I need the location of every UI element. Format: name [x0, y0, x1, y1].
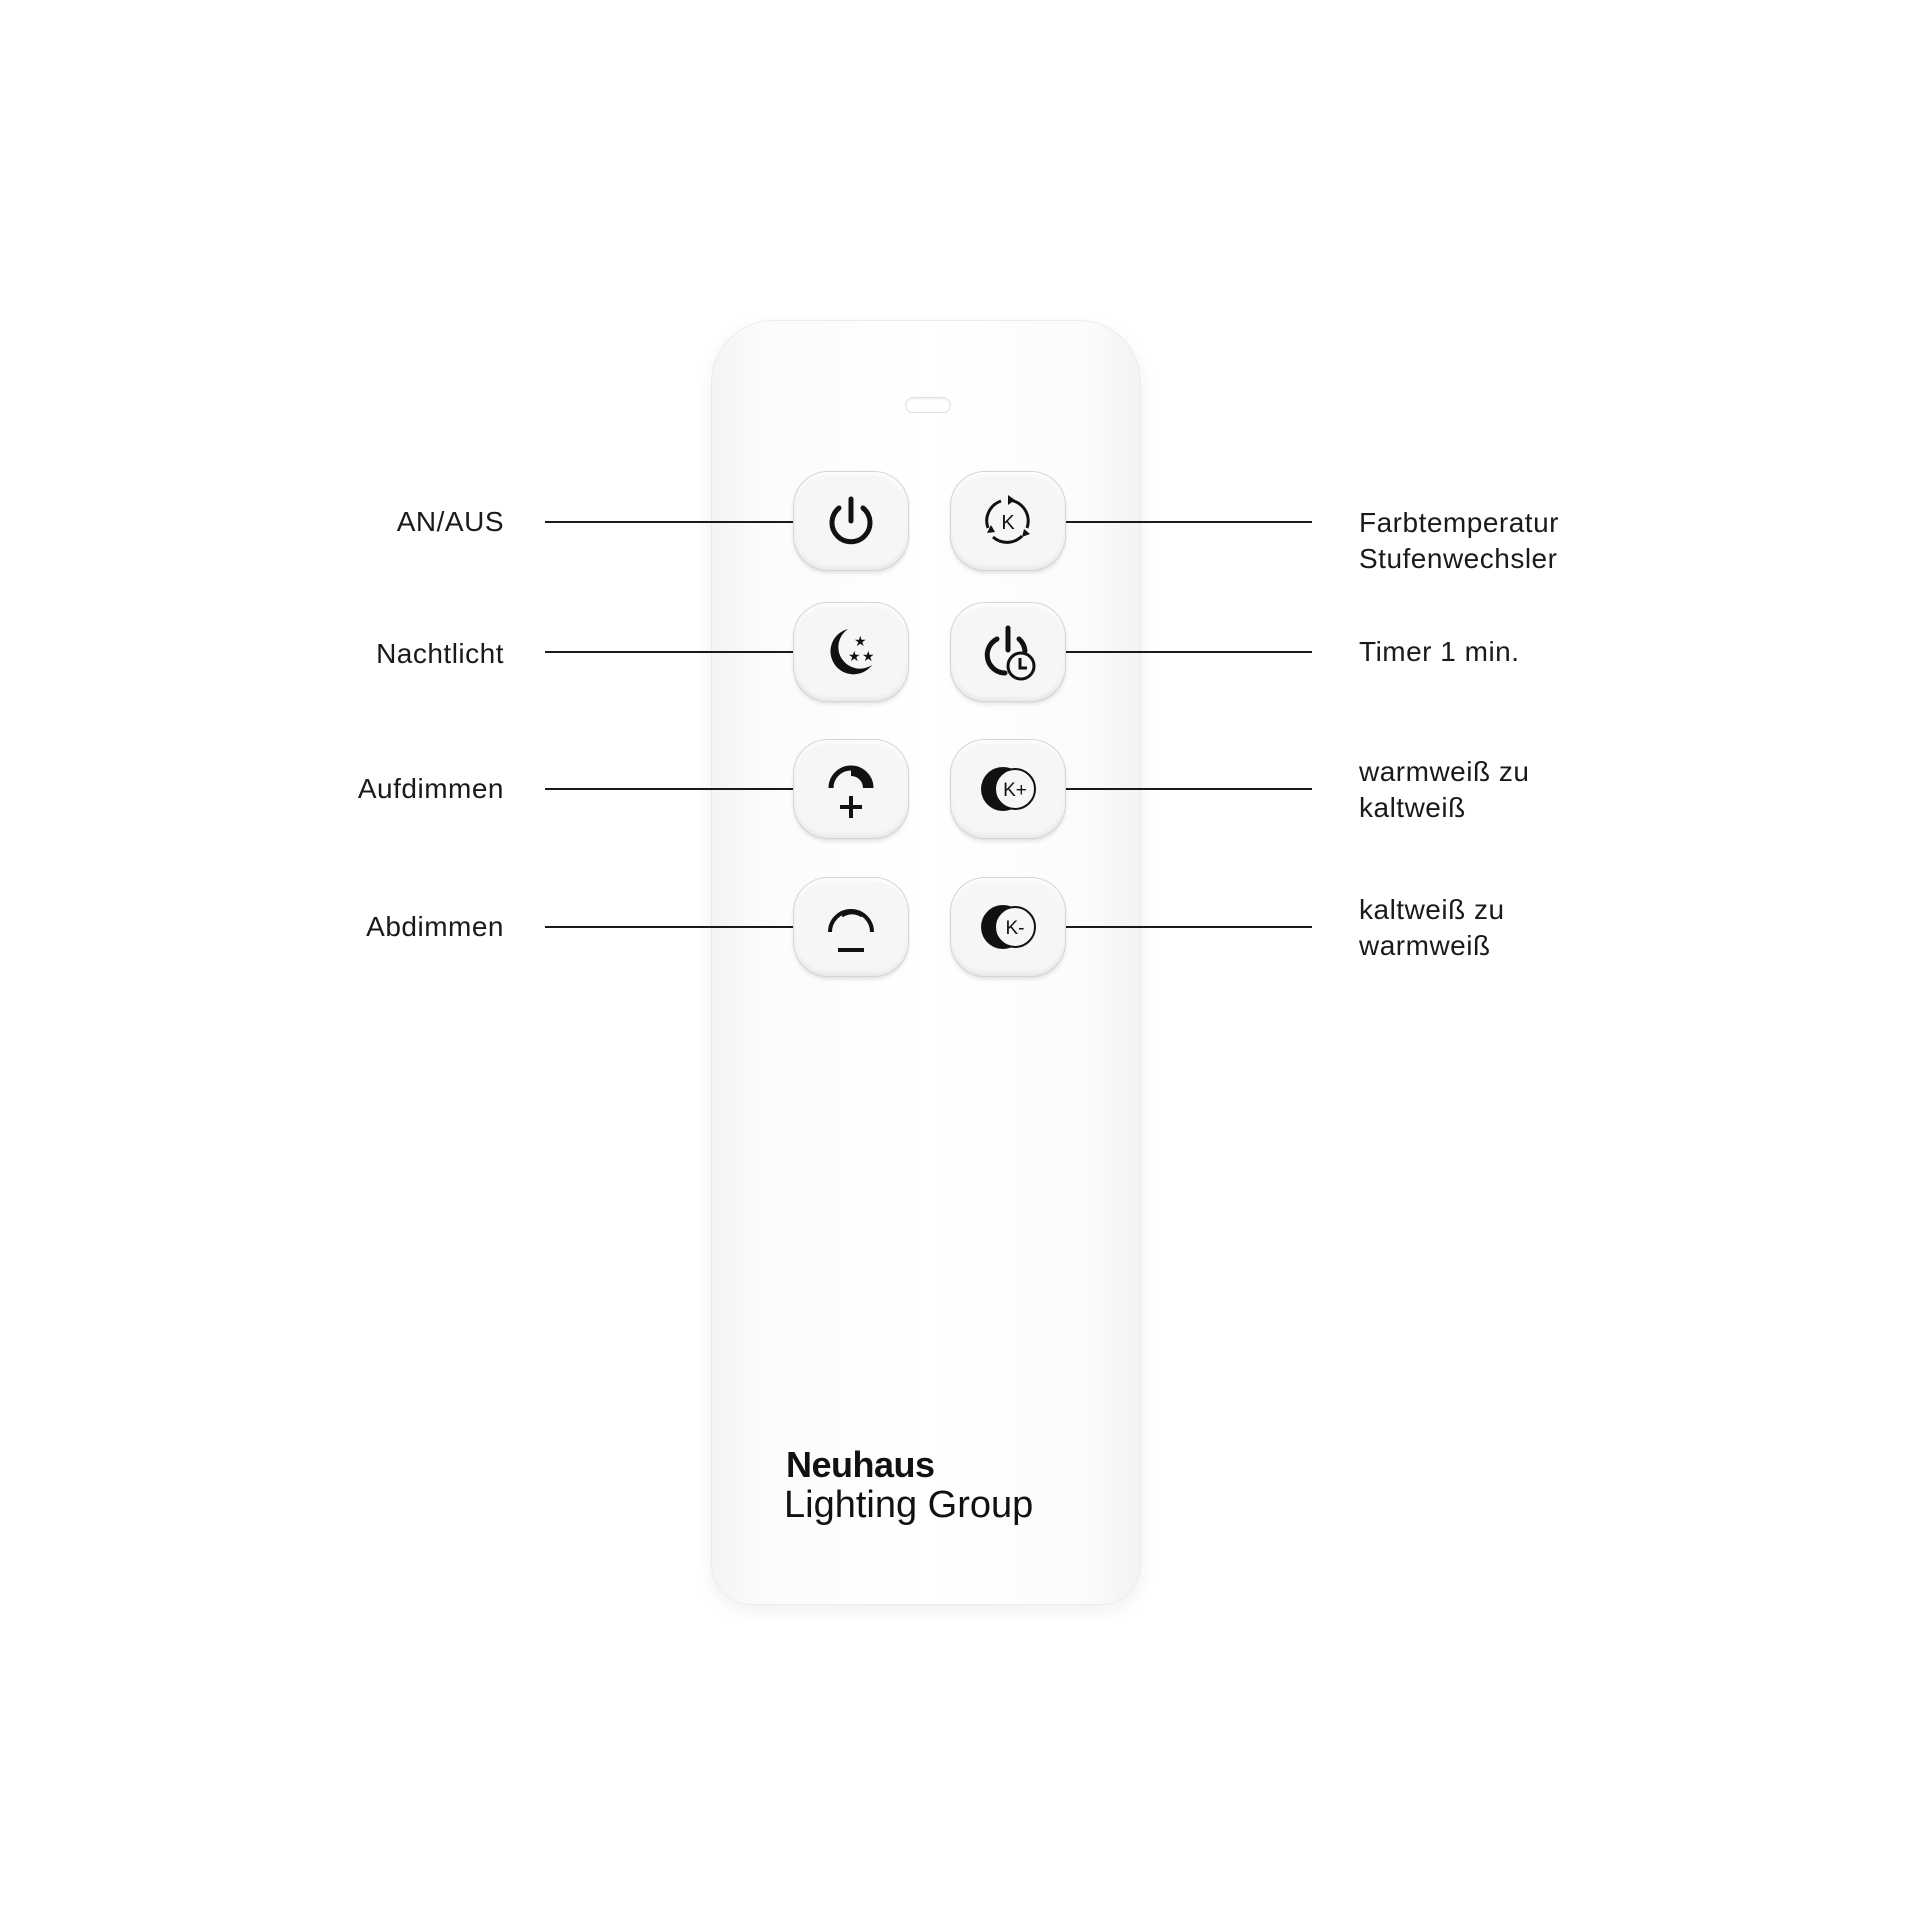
cold-to-warm-button[interactable]: K-	[951, 878, 1065, 976]
label-warm-to-cold-line2: kaltweiß	[1359, 792, 1466, 823]
k-cycle-icon: K	[985, 495, 1030, 544]
label-color-temp: Farbtemperatur Stufenwechsler	[1359, 505, 1779, 577]
label-dim-down: Abdimmen	[366, 911, 504, 942]
svg-text:★: ★	[862, 649, 875, 665]
label-color-temp-line1: Farbtemperatur	[1359, 507, 1559, 538]
brand-name: Neuhaus	[786, 1444, 935, 1485]
moon-stars-icon: ★ ★ ★	[830, 629, 875, 675]
dim-down-icon	[828, 909, 874, 952]
timer-button[interactable]	[951, 603, 1065, 701]
dim-down-button[interactable]	[794, 878, 908, 976]
leader-line-warm-to-cold	[1050, 788, 1312, 790]
color-temp-cycle-button[interactable]: K	[951, 472, 1065, 570]
timer-icon	[984, 625, 1036, 681]
remote-control-body	[711, 320, 1141, 1605]
brand-subtitle: Lighting Group	[784, 1484, 1034, 1526]
k-cycle-letter: K	[1001, 512, 1015, 534]
label-cold-to-warm: kaltweiß zu warmweiß	[1359, 892, 1779, 964]
k-plus-text: K+	[1003, 780, 1027, 801]
label-on-off: AN/AUS	[396, 506, 504, 537]
dim-up-button[interactable]	[794, 740, 908, 838]
leader-line-color-temp	[1050, 521, 1312, 523]
label-warm-to-cold-line1: warmweiß zu	[1359, 756, 1530, 787]
leader-line-dim-up	[545, 788, 807, 790]
k-minus-text: K-	[1006, 918, 1025, 939]
k-plus-icon: K+	[981, 767, 1036, 811]
svg-text:★: ★	[848, 649, 861, 665]
night-light-button[interactable]: ★ ★ ★	[794, 603, 908, 701]
label-dim-up: Aufdimmen	[357, 773, 504, 804]
leader-line-on-off	[545, 521, 807, 523]
label-cold-to-warm-line2: warmweiß	[1359, 930, 1491, 961]
on-off-button[interactable]	[794, 472, 908, 570]
dim-up-icon	[828, 765, 874, 818]
leader-line-night-light	[545, 651, 807, 653]
svg-text:★: ★	[854, 634, 867, 650]
power-icon	[829, 496, 873, 545]
k-minus-icon: K-	[981, 905, 1036, 949]
leader-line-dim-down	[545, 926, 807, 928]
label-timer: Timer 1 min.	[1359, 636, 1520, 667]
leader-line-cold-to-warm	[1050, 926, 1312, 928]
status-led	[906, 398, 950, 412]
label-cold-to-warm-line1: kaltweiß zu	[1359, 894, 1505, 925]
label-night-light: Nachtlicht	[376, 638, 504, 669]
leader-line-timer	[1050, 651, 1312, 653]
label-color-temp-line2: Stufenwechsler	[1359, 543, 1558, 574]
label-warm-to-cold: warmweiß zu kaltweiß	[1359, 754, 1779, 826]
warm-to-cold-button[interactable]: K+	[951, 740, 1065, 838]
